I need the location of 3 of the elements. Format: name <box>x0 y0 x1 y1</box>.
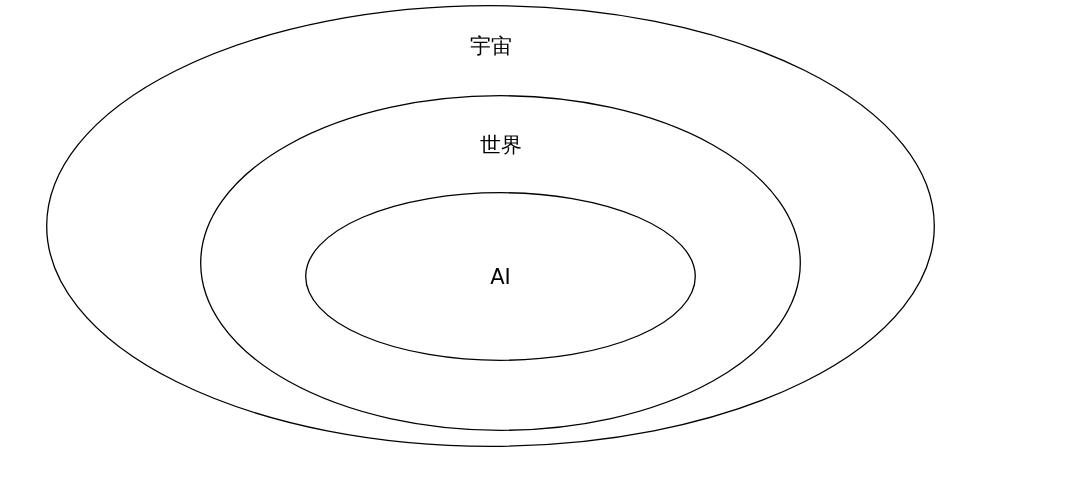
region-label: AI <box>490 264 511 290</box>
region-label: 宇宙 <box>469 33 512 59</box>
region-label: 世界 <box>479 132 522 158</box>
